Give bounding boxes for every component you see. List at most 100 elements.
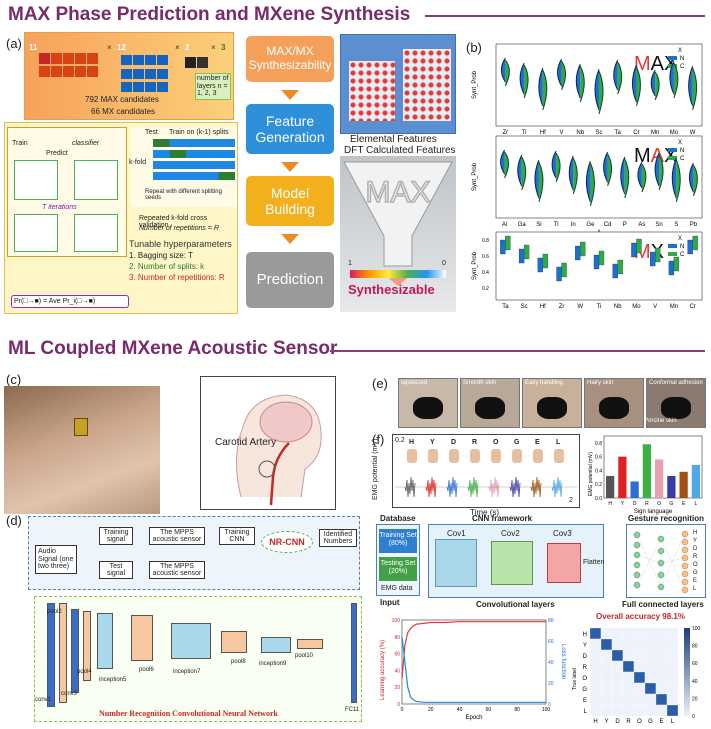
cnn-layer-FC11 xyxy=(351,603,357,703)
x-element-n xyxy=(197,57,208,68)
accuracy-line xyxy=(401,621,546,679)
cm-col-label: H xyxy=(593,719,597,724)
cm-cell xyxy=(633,649,646,662)
epoch-tick: 60 xyxy=(486,707,492,713)
mx-violin-c xyxy=(505,235,511,251)
cm-cell xyxy=(622,649,635,662)
emg-burst xyxy=(425,476,437,498)
a-element-grid xyxy=(121,55,171,95)
cnn-layer-label: inception7 xyxy=(173,669,201,675)
mx-violin-n xyxy=(518,248,525,264)
bar-ylabel: EMG potential (mV) xyxy=(588,452,594,496)
cm-row-label: L xyxy=(584,709,588,715)
full-connected-label: Full connected layers xyxy=(622,600,704,609)
black-patch xyxy=(599,397,629,419)
hand-sign-icon xyxy=(428,449,438,463)
violin-xtick: Mo xyxy=(632,304,641,310)
cm-cell xyxy=(589,704,602,717)
violin-c xyxy=(542,69,548,111)
black-patch xyxy=(537,397,567,419)
violin-xtick: Ti xyxy=(597,304,602,310)
elemental-features: Elemental Features xyxy=(350,134,437,145)
violin-ytick: 0.6 xyxy=(482,254,489,260)
photo-caption: Easy handling xyxy=(525,380,563,386)
cm-cell xyxy=(611,693,624,706)
violin-xtick: Pb xyxy=(690,222,698,228)
cm-cell xyxy=(600,638,613,651)
mx-violin-c xyxy=(655,247,661,263)
violin-xtick: Sc xyxy=(521,304,528,310)
input-label: Input xyxy=(380,598,400,607)
violin-n xyxy=(534,159,540,199)
crystal-left xyxy=(349,61,395,121)
cm-cell xyxy=(611,682,624,695)
cm-cell xyxy=(666,704,679,717)
violin-c xyxy=(692,164,698,197)
bar-ytick: 0.0 xyxy=(595,496,602,502)
cm-cell xyxy=(644,704,657,717)
cm-row-label: H xyxy=(583,632,587,638)
repeated-cv: Repeated k-fold cross validation xyxy=(139,215,208,229)
photo-caption: squeezed xyxy=(401,380,428,386)
cm-cell xyxy=(633,693,646,706)
fc-output-letter: R xyxy=(693,554,698,560)
legend-n: N xyxy=(680,244,684,250)
cnn-layer-inception5 xyxy=(97,613,113,669)
max-candidates: 792 MAX candidates xyxy=(85,95,159,104)
violin-c xyxy=(561,60,567,91)
bar-ytick: 0.4 xyxy=(595,468,602,474)
crystal-structure-image xyxy=(340,34,456,134)
violin-ylabel: Synt_Prob xyxy=(472,162,478,191)
photo-hairy-skin: Hairy skin xyxy=(584,378,644,428)
bar-xlabel: Sign language xyxy=(634,509,673,515)
acc-ytick: 80 xyxy=(394,635,400,641)
emg-xlabel: Time (s) xyxy=(470,508,500,517)
cnn-layer-label: inception9 xyxy=(259,661,287,667)
emg-burst xyxy=(488,476,500,498)
violin-frame xyxy=(495,135,703,219)
legend-title: X xyxy=(678,140,682,146)
violin-c xyxy=(607,153,613,187)
mx-violin-n xyxy=(631,242,637,258)
sensor-patch xyxy=(74,418,88,436)
violin-ytick: 0.2 xyxy=(482,286,489,292)
cm-scale-tick: 80 xyxy=(692,644,698,650)
photo-conformal-adhesion: Conformal adhesion xyxy=(646,378,706,428)
legend-swatch-c xyxy=(668,156,677,160)
cm-cell xyxy=(644,693,657,706)
violin-c xyxy=(654,71,660,101)
cm-row-label: D xyxy=(583,654,588,660)
cnn-layer-pool6 xyxy=(131,615,153,661)
bar-xtick: R xyxy=(645,501,649,507)
overall-accuracy: Overall accuracy 98.1% xyxy=(596,612,685,621)
cnn-layer-pool8 xyxy=(221,631,247,653)
flatten-label: Flatten xyxy=(583,559,605,566)
violin-c xyxy=(675,159,681,203)
scatter-box-3 xyxy=(14,214,58,252)
bar-ytick: 0.2 xyxy=(595,482,602,488)
cnn-layer-label: pool6 xyxy=(139,667,154,673)
cm-cell xyxy=(611,660,624,673)
cm-cell xyxy=(633,682,646,695)
cm-cell xyxy=(600,649,613,662)
photo-caption: Hairy skin xyxy=(587,380,614,386)
violin-c xyxy=(538,161,544,203)
predict-label: Predict xyxy=(46,150,68,157)
violin-ylabel: Synt_Prob xyxy=(472,251,478,280)
photo-caption: Conformal adhesion xyxy=(649,380,703,386)
black-patch xyxy=(475,397,505,419)
cnn-layer-pool10 xyxy=(297,639,323,649)
cnn-framework-box: Cov1 Cov2 Cov3 Flatten xyxy=(428,524,604,598)
flow-prediction: Prediction xyxy=(246,252,334,308)
database-label: Database xyxy=(380,514,416,523)
fc-network-svg xyxy=(633,530,689,594)
emg-letter: R xyxy=(472,439,478,446)
cm-cell xyxy=(622,682,635,695)
cm-cell xyxy=(589,660,602,673)
violin-chart-3: MXXNCSynt_Prob0.80.60.40.2TaScHfZrWTiNbM… xyxy=(468,228,706,320)
cnn-framework-label: CNN framework xyxy=(472,514,533,523)
hand-sign-icon xyxy=(512,449,522,463)
emg-bar xyxy=(667,475,676,498)
